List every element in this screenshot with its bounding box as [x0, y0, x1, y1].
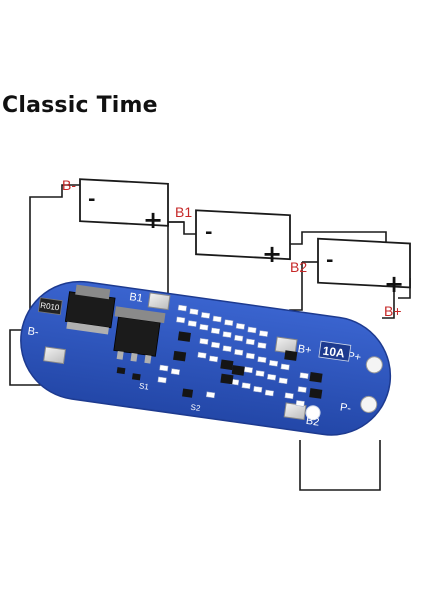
cell-3-plus: +	[384, 270, 404, 298]
label-b-minus: B-	[62, 177, 76, 193]
mosfet-1	[64, 284, 116, 335]
cell-3-minus: -	[326, 250, 333, 271]
cell-2-plus: +	[262, 240, 282, 268]
silk-b1: B1	[129, 291, 144, 305]
ic-chips	[116, 331, 323, 399]
silk-s1: S1	[138, 381, 149, 391]
wiring-diagram: - + - + - + B- B1 B2 B+	[9, 177, 411, 491]
battery-cell-1: - +	[79, 178, 169, 234]
wire-output	[299, 440, 381, 491]
shunt-resistor: R010	[38, 297, 63, 316]
battery-cell-2: - +	[195, 209, 291, 268]
label-b2: B2	[290, 259, 307, 275]
brand-title: Classic Time	[2, 93, 158, 118]
silk-b-plus: B+	[297, 343, 312, 357]
wire-b2-series	[290, 231, 387, 255]
silk-p-minus: P-	[339, 402, 352, 415]
silk-b2: B2	[305, 415, 320, 429]
solder-pad-p-plus	[365, 356, 383, 374]
cell-1-minus: -	[88, 189, 95, 210]
current-rating: 10A	[322, 344, 346, 361]
resistor-code: R010	[40, 301, 61, 313]
cell-1-plus: +	[143, 206, 163, 234]
silk-b-minus: B-	[27, 325, 40, 338]
label-b1: B1	[175, 204, 192, 220]
pcb-board: R010 B- B1 B+ P+ P- B2 S1 S2 10A	[20, 280, 392, 436]
silk-p-plus: P+	[346, 350, 361, 364]
wire-b1-series	[168, 221, 196, 235]
pad-b1	[147, 292, 171, 311]
cell-2-minus: -	[205, 222, 212, 243]
pad-b-minus	[43, 346, 66, 365]
current-rating-badge: 10A	[318, 340, 352, 362]
mounting-hole	[305, 405, 321, 421]
silk-s2: S2	[190, 403, 201, 413]
battery-cell-3: - +	[317, 237, 411, 298]
wire-b-minus	[9, 184, 80, 386]
solder-pad-p-minus	[360, 395, 378, 413]
mosfet-2	[113, 306, 166, 364]
smd-components	[157, 304, 309, 407]
label-b-plus: B+	[384, 303, 402, 319]
wire-b-plus-down	[382, 290, 395, 319]
